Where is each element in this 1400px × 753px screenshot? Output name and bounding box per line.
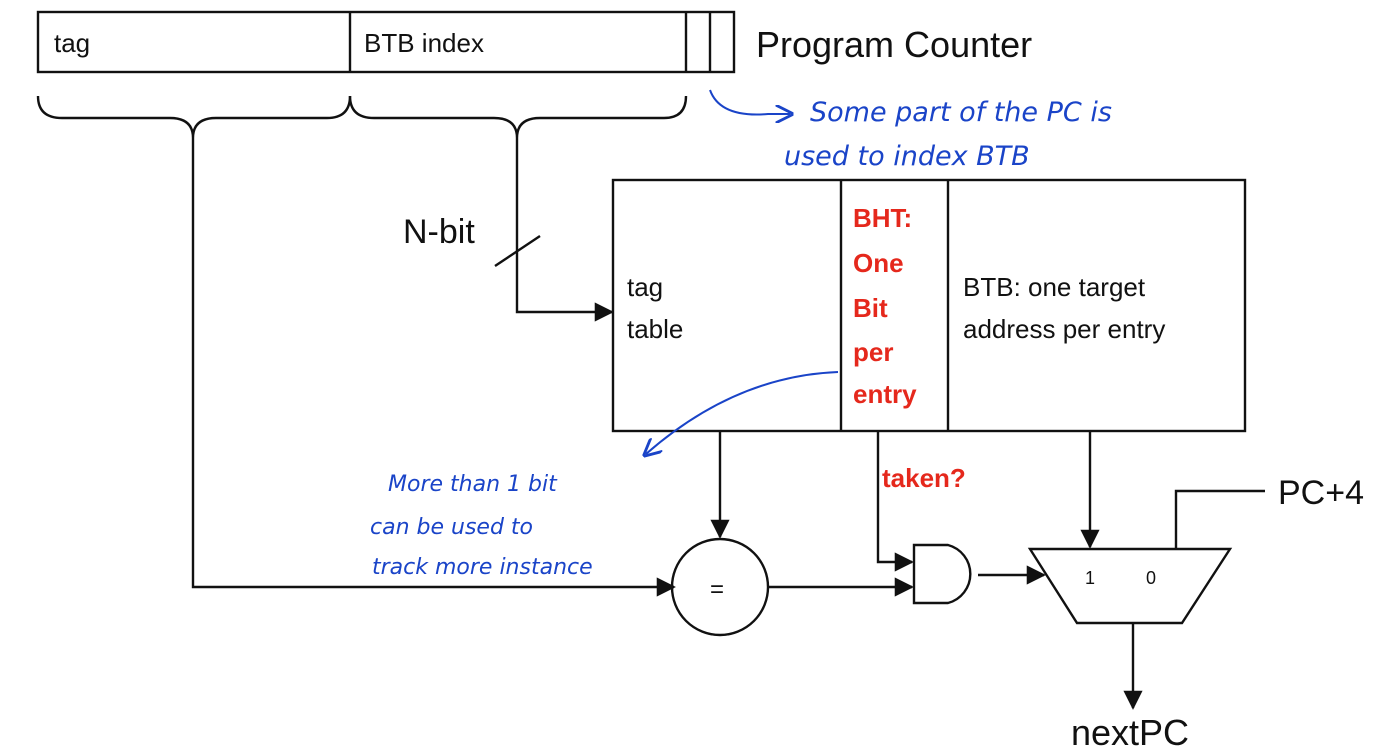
predictor-table: tag table BHT: One Bit per entry BTB: on… — [611, 178, 1247, 433]
mux-input-0-label: 0 — [1146, 568, 1156, 588]
tag-wire — [191, 138, 676, 597]
pc-note-arrow — [709, 89, 790, 115]
multiplexer: 1 0 — [1027, 547, 1233, 625]
next-pc-label: nextPC — [1071, 712, 1189, 753]
program-counter-register: tag BTB index Program Counter — [36, 10, 1032, 74]
pc-plus-4-wire — [1174, 489, 1265, 549]
comparator-equals-symbol: = — [710, 576, 724, 603]
index-wire — [515, 138, 614, 322]
pc-btb-index-field-label: BTB index — [364, 28, 484, 58]
bht-note-arrow — [646, 371, 839, 454]
tag-brace — [36, 95, 352, 139]
pc-tag-field-label: tag — [54, 28, 90, 58]
n-bit-slash — [494, 235, 541, 267]
tag-table-label: tag table — [627, 272, 683, 344]
btb-column-label: BTB: one target address per entry — [963, 272, 1165, 344]
program-counter-title: Program Counter — [756, 24, 1032, 65]
comparator: = — [670, 537, 770, 637]
bht-to-and-gate-wire — [876, 431, 914, 572]
and-gate — [912, 543, 972, 605]
mux-input-1-label: 1 — [1085, 568, 1095, 588]
n-bit-label: N-bit — [403, 213, 475, 251]
pc-plus-4-label: PC+4 — [1278, 474, 1364, 512]
taken-label: taken? — [882, 463, 966, 493]
multi-bit-annotation: More than 1 bit can be used to track mor… — [370, 472, 593, 580]
bht-column-label: BHT: One Bit per entry — [853, 203, 919, 409]
index-brace — [348, 95, 688, 139]
pc-index-annotation: Some part of the PC is used to index BTB — [784, 97, 1121, 172]
